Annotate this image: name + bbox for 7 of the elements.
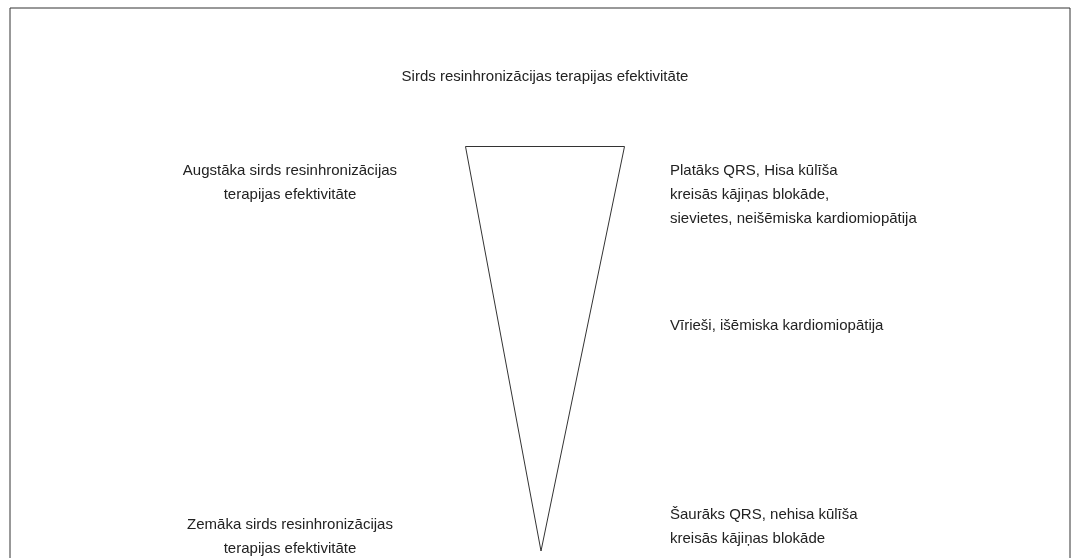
annotation-text: Šaurāks QRS, nehisa kūlīša kreisās kājiņas blokāde <box>670 504 859 548</box>
annotation-text: Zemāka sirds resinhronizācijas terapijas efektivitāte <box>186 514 394 558</box>
annotation-text: sievietes, neišēmiska kardiomiopātija <box>670 208 918 228</box>
diagram-title: Sirds resinhronizācijas terapijas efektivitāte <box>400 66 690 86</box>
annotation-text: Vīrieši, išēmiska kardiomiopātija <box>670 315 885 335</box>
annotation-text: Augstāka sirds resinhronizācijas terapijas efektivitāte <box>181 160 399 204</box>
inverted-triangle <box>465 146 625 552</box>
